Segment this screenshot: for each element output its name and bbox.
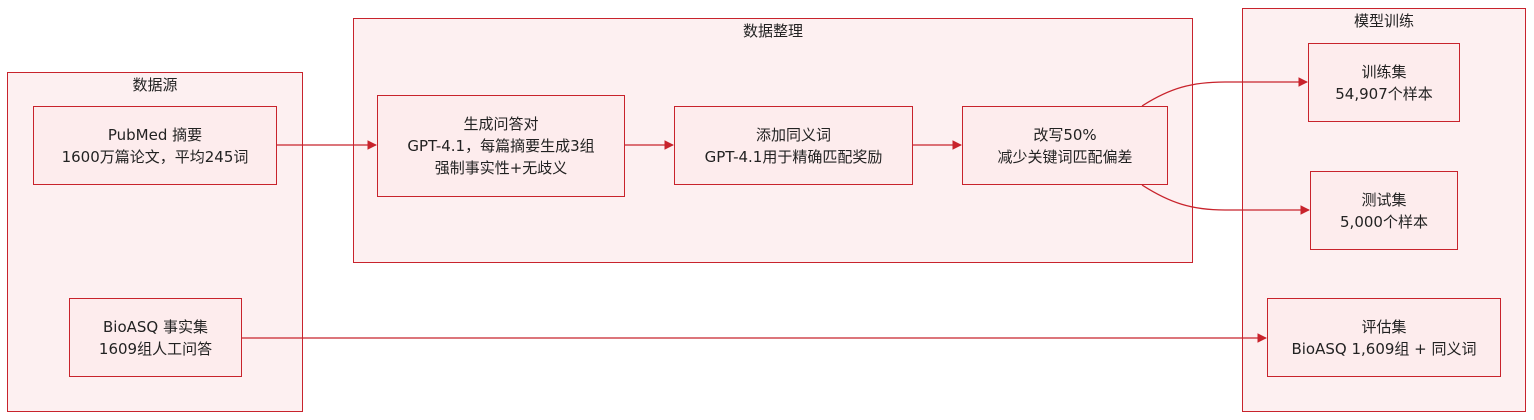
node-synonyms-line1: 添加同义词 [755,125,831,144]
group-title-data-source: 数据源 [132,76,178,94]
node-bioasq-line2: 1609组人工问答 [98,339,213,358]
node-pubmed-line1: PubMed 摘要 [107,125,203,144]
node-pubmed-line2: 1600万篇论文，平均245词 [61,147,249,166]
node-train-set-line2: 54,907个样本 [1335,84,1433,103]
node-train-set-line1: 训练集 [1361,62,1407,81]
node-eval-set-line2: BioASQ 1,609组 + 同义词 [1291,339,1477,358]
node-test-set-line2: 5,000个样本 [1340,212,1428,231]
group-title-data-processing: 数据整理 [742,22,803,40]
node-eval-set: 评估集 BioASQ 1,609组 + 同义词 [1267,298,1501,377]
group-title-model-training: 模型训练 [1353,12,1414,30]
node-test-set-line1: 测试集 [1361,190,1407,209]
node-bioasq-line1: BioASQ 事实集 [103,317,208,336]
edge-rewrite-to-test-set [1141,184,1310,215]
node-rewrite-line1: 改写50% [1033,125,1097,144]
node-test-set: 测试集 5,000个样本 [1310,171,1458,250]
edge-rewrite-to-train-set [1141,77,1308,107]
node-generate-qa: 生成问答对 GPT-4.1，每篇摘要生成3组 强制事实性+无歧义 [377,95,625,197]
node-synonyms-line2: GPT-4.1用于精确匹配奖励 [704,147,883,166]
node-generate-qa-line3: 强制事实性+无歧义 [434,159,568,177]
node-pubmed-abstracts: PubMed 摘要 1600万篇论文，平均245词 [33,106,277,185]
node-add-synonyms: 添加同义词 GPT-4.1用于精确匹配奖励 [674,106,913,185]
node-rewrite-line2: 减少关键词匹配偏差 [997,147,1133,166]
node-bioasq-factoid: BioASQ 事实集 1609组人工问答 [69,298,242,377]
node-generate-qa-line1: 生成问答对 [463,115,539,133]
node-rewrite: 改写50% 减少关键词匹配偏差 [962,106,1168,185]
node-train-set: 训练集 54,907个样本 [1308,43,1460,122]
node-eval-set-line1: 评估集 [1361,317,1407,336]
node-generate-qa-line2: GPT-4.1，每篇摘要生成3组 [407,137,595,155]
